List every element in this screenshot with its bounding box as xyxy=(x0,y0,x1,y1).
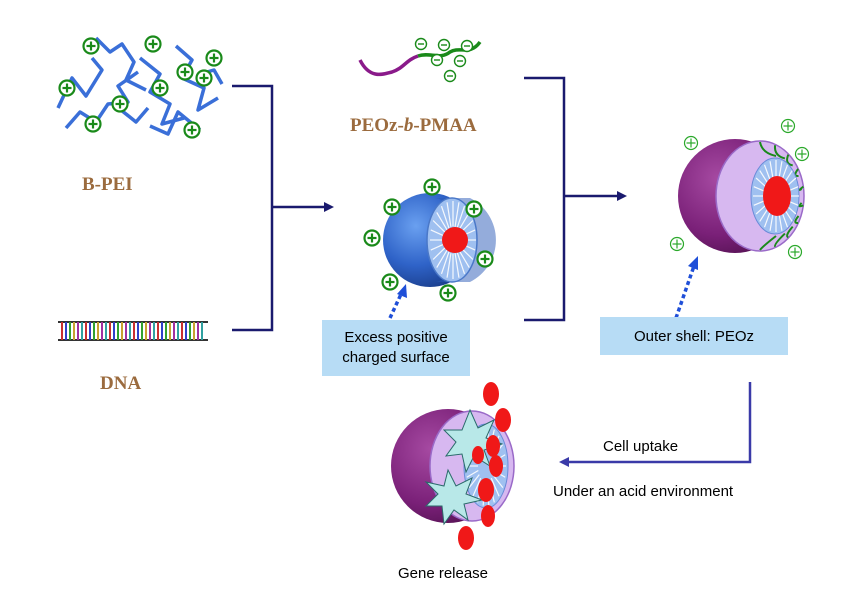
dotted-arrow-right xyxy=(674,256,698,319)
dna-label: DNA xyxy=(100,373,141,394)
outer-shell-label: Outer shell: PEOz xyxy=(634,328,754,345)
gene-release-label: Gene release xyxy=(398,565,488,582)
dotted-arrow-left xyxy=(388,284,407,319)
callout-line2: charged surface xyxy=(342,349,450,366)
outer-shell-callout: Outer shell: PEOz xyxy=(600,317,788,355)
peoz-pmaa-label: PEOz-b-PMAA xyxy=(350,115,477,136)
polyplex-particle xyxy=(363,178,496,302)
peoz-pmaa-polymer xyxy=(358,37,482,83)
cell-uptake-label: Cell uptake xyxy=(603,438,678,455)
bracket-left xyxy=(232,84,334,332)
callout-line1: Excess positive xyxy=(344,329,447,346)
bracket-right xyxy=(524,76,627,322)
excess-charge-callout: Excess positive charged surface xyxy=(322,320,470,376)
bpei-label: B-PEI xyxy=(82,174,133,195)
coated-particle xyxy=(669,118,810,260)
bpei-polymer xyxy=(56,36,224,136)
uptake-arrow xyxy=(559,382,752,467)
gene-release-particle xyxy=(391,382,515,550)
acid-environment-label: Under an acid environment xyxy=(553,483,734,500)
dna-strand xyxy=(58,321,208,341)
